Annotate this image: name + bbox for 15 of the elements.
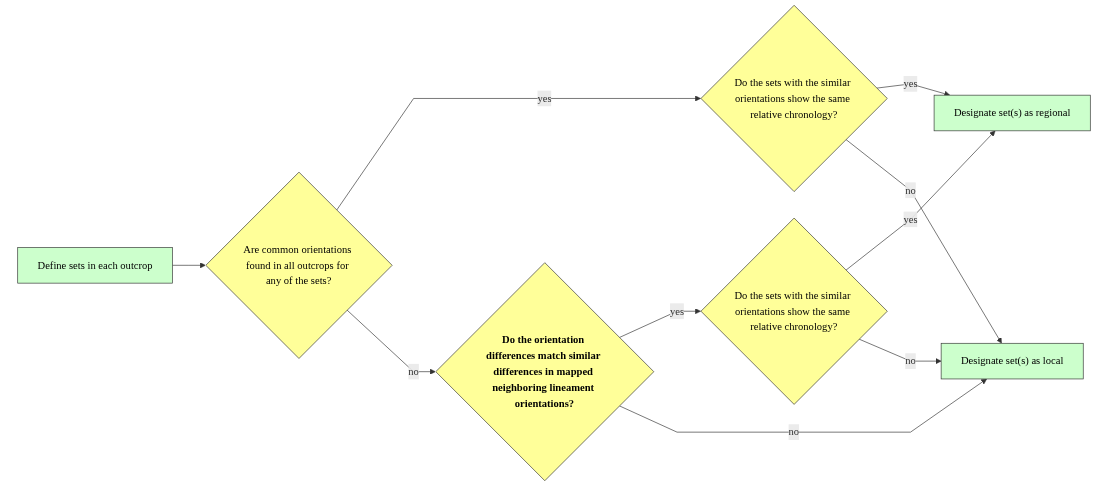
edge-label: no xyxy=(408,365,419,377)
node-diamond: Do the sets with the similar orientations show the same relative chronology? xyxy=(700,217,888,405)
node-box: Designate set(s) as regional xyxy=(933,94,1091,132)
node-box: Designate set(s) as local xyxy=(940,342,1084,380)
edge-label: yes xyxy=(903,77,918,90)
edge-label: yes xyxy=(903,213,918,225)
edge-label: no xyxy=(905,184,916,196)
edge-label: no xyxy=(788,426,800,438)
node-box: Define sets in each outcrop xyxy=(17,247,173,284)
node-diamond: Do the orientation differences match similar differences in mapped neighboring lineament orientations? xyxy=(435,262,655,482)
edge-label: no xyxy=(905,355,916,367)
edge-label: yes xyxy=(670,305,685,317)
edge-label: yes xyxy=(537,92,552,104)
node-diamond: Do the sets with the similar orientations show the same relative chronology? xyxy=(700,4,888,192)
node-diamond: Are common orientations found in all outcrops for any of the sets? xyxy=(205,171,393,359)
